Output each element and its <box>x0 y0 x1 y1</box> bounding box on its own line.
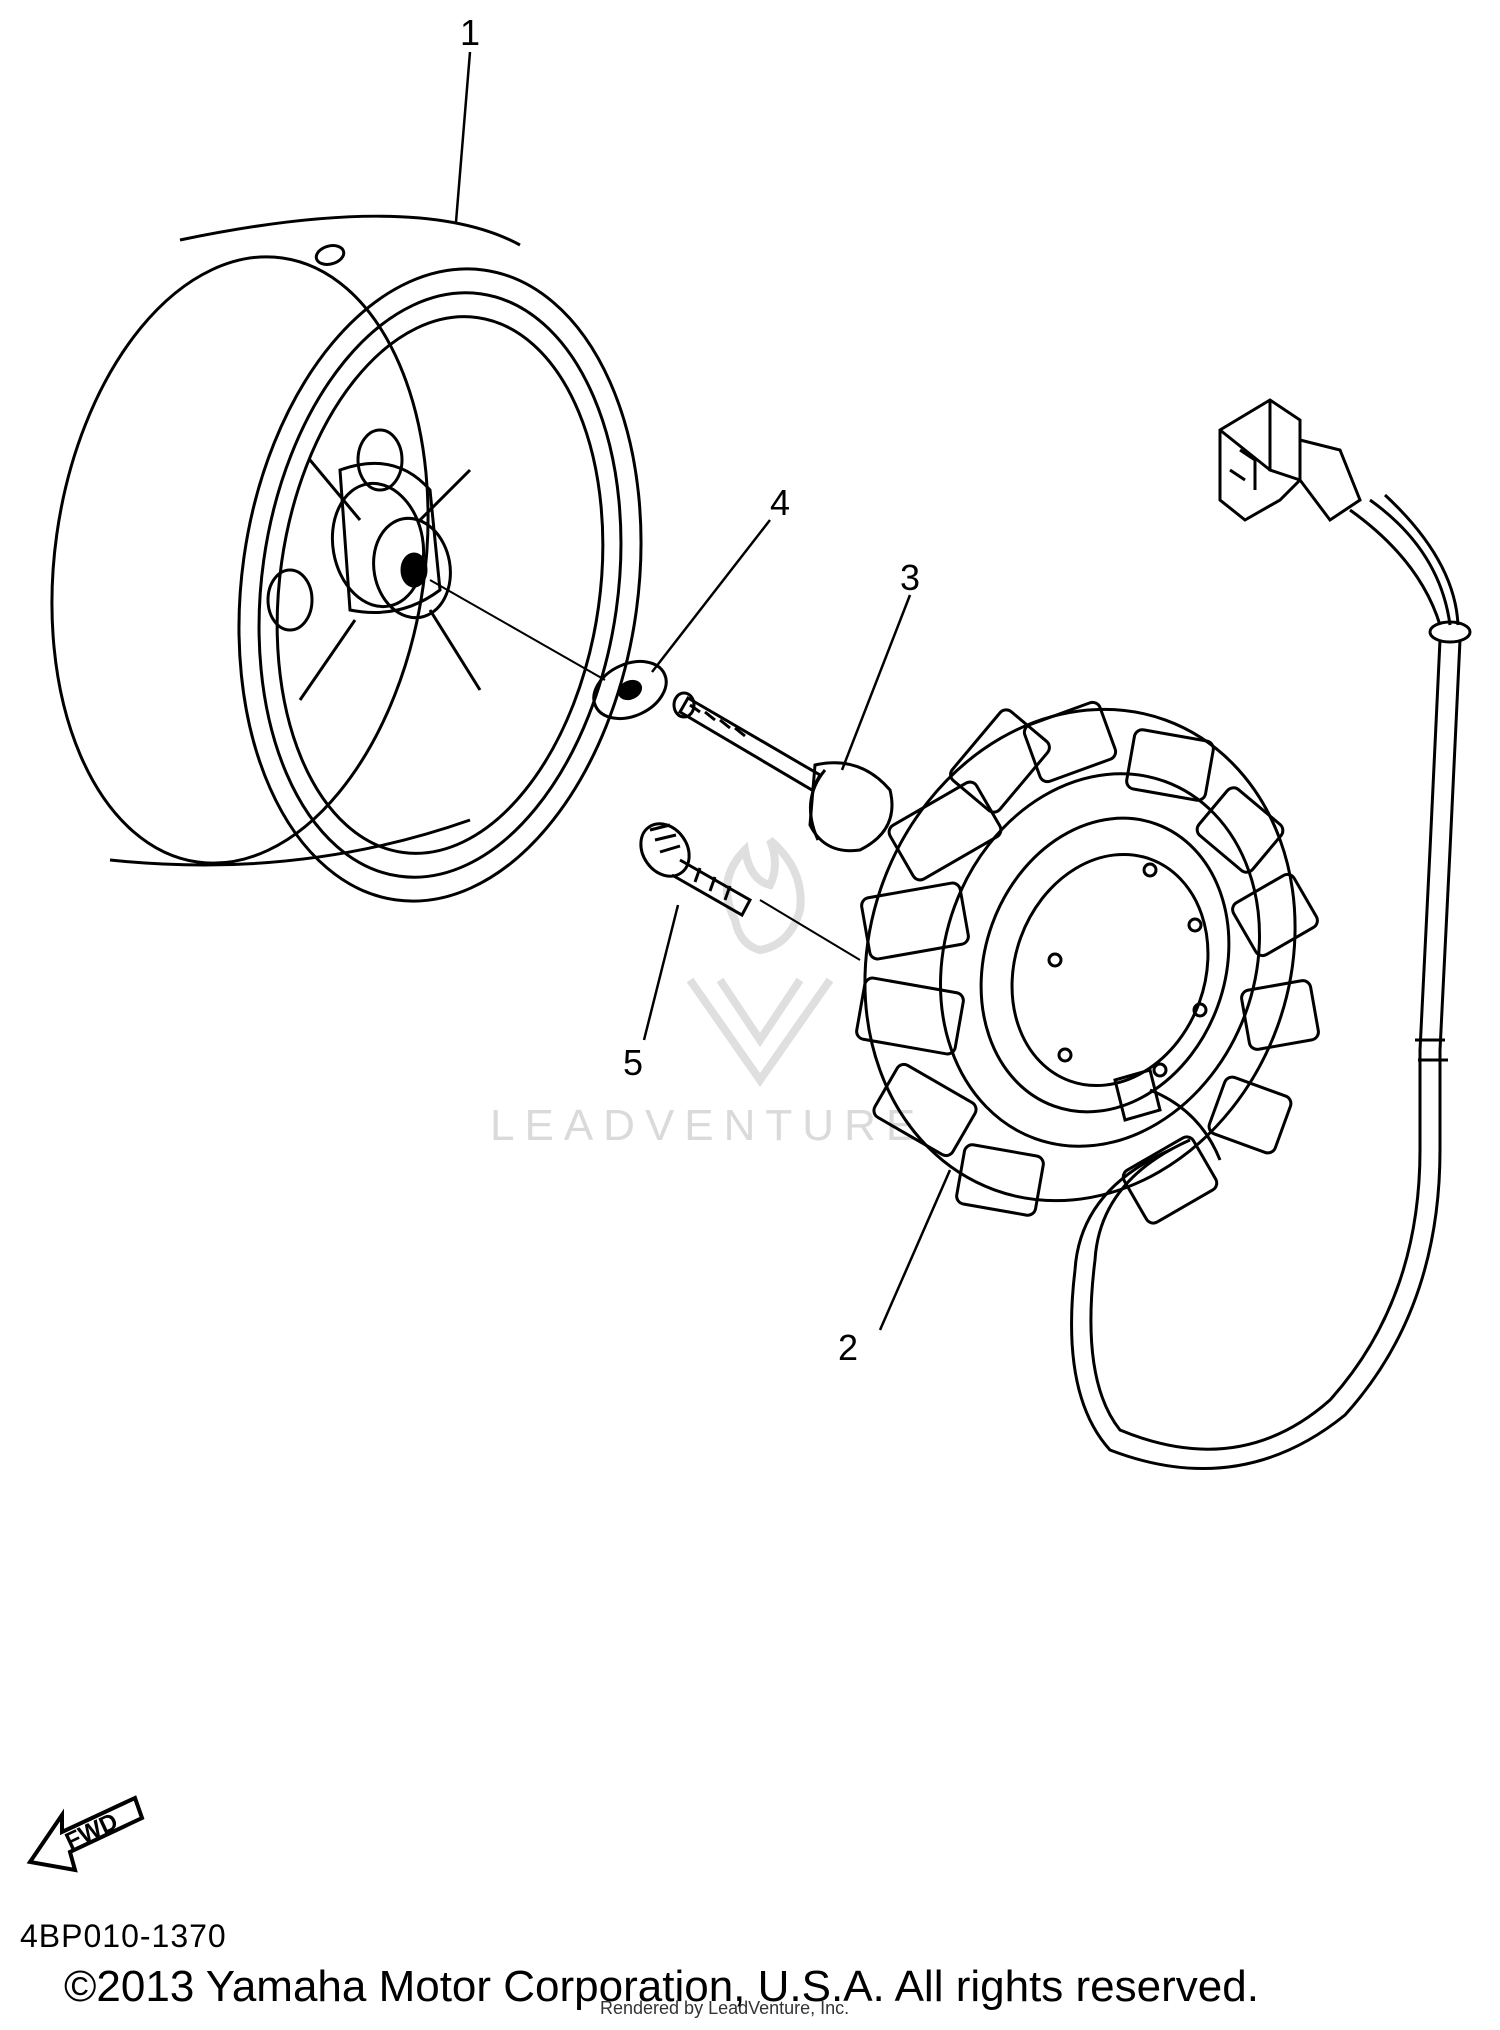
part-5-screw <box>639 822 753 918</box>
callout-4: 4 <box>770 482 790 523</box>
callout-3: 3 <box>900 557 920 598</box>
leader-lines <box>454 51 952 1331</box>
alignment-lines <box>429 579 861 961</box>
part-2-stator-coil <box>855 398 1472 1470</box>
stator-coils <box>855 700 1320 1225</box>
leadventure-watermark: LEADVENTURE <box>490 836 925 1150</box>
rendered-by-note: Rendered by LeadVenture, Inc. <box>600 1998 850 2018</box>
part-4-washer <box>592 659 668 721</box>
callout-1: 1 <box>460 12 480 53</box>
part-3-bolt <box>672 691 894 853</box>
callout-2: 2 <box>838 1327 858 1368</box>
watermark-text: LEADVENTURE <box>490 1101 925 1150</box>
diagram-part-code: 4BP010-1370 <box>20 1918 227 1954</box>
callout-5: 5 <box>623 1042 643 1083</box>
fwd-arrow-icon: FWD <box>26 1795 145 1873</box>
fwd-label: FWD <box>61 1808 122 1856</box>
part-1-flywheel-rotor <box>50 214 643 903</box>
copyright-notice: ©2013 Yamaha Motor Corporation, U.S.A. A… <box>64 1962 1259 2011</box>
